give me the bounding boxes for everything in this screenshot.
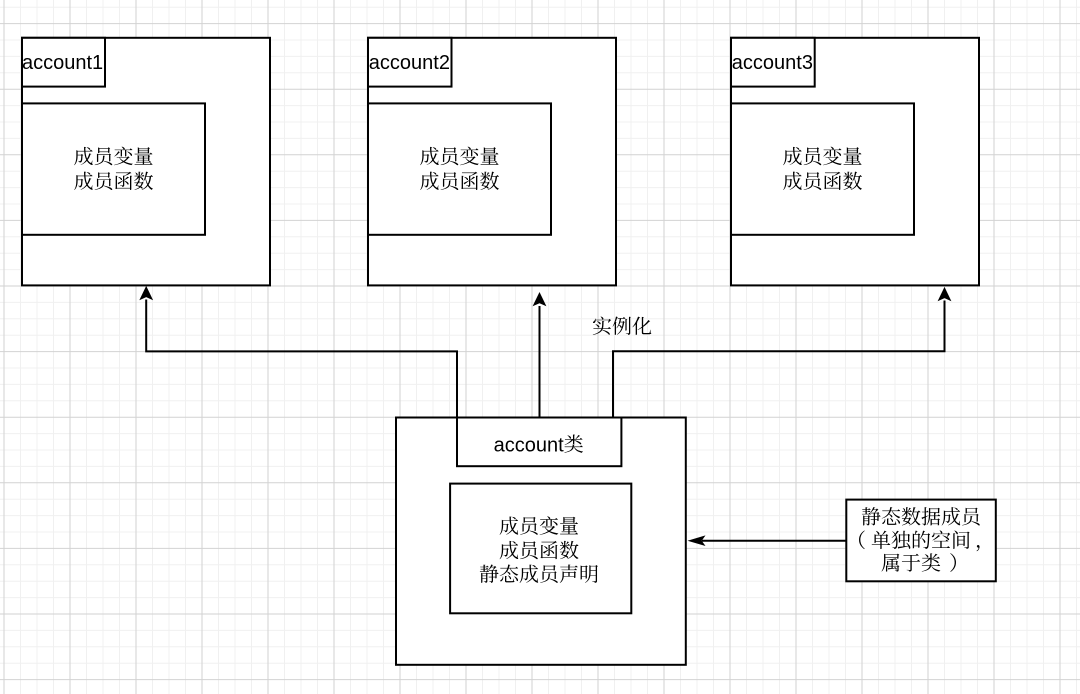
svg-text:account: account — [494, 434, 564, 456]
svg-text:account2: account2 — [369, 52, 450, 74]
svg-text:account3: account3 — [732, 52, 813, 74]
svg-text:account1: account1 — [22, 52, 103, 74]
